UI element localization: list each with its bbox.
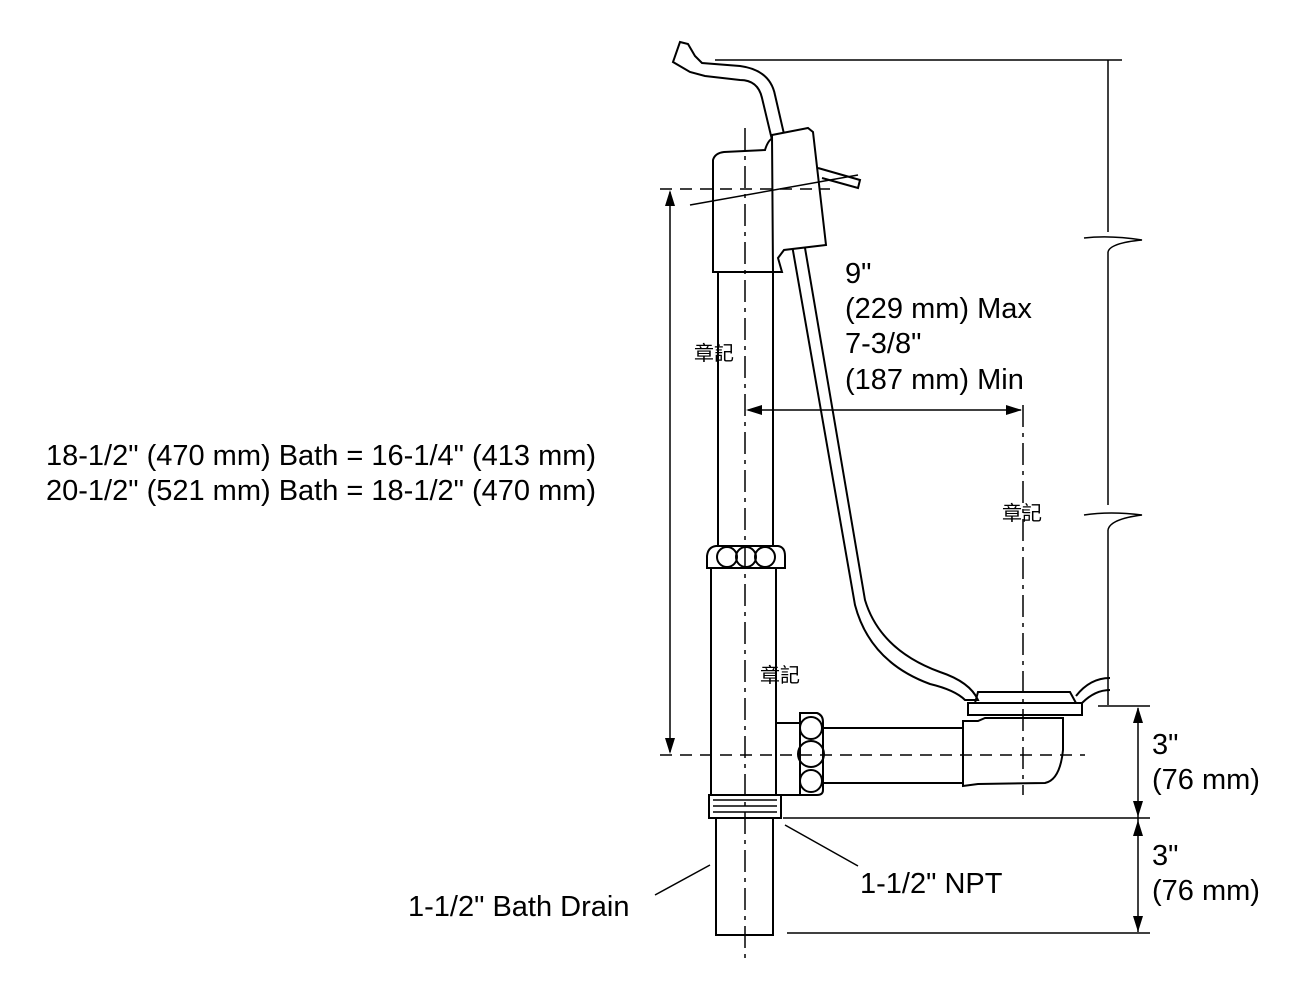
height-dim-line1: 18-1/2" (470 mm) Bath = 16-1/4" (413 mm) — [46, 440, 596, 472]
npt-label: 1-1/2" NPT — [860, 868, 1003, 900]
centerlines — [660, 128, 1085, 962]
dimension-lines — [654, 190, 1150, 934]
overflow-dim-line1: 9" — [845, 258, 871, 290]
upper-dim-line1: 3" — [1152, 729, 1178, 761]
overflow-elbow — [689, 126, 862, 273]
centerline-symbol: 章記 — [760, 663, 800, 687]
upper-dim-line2: (76 mm) — [1152, 764, 1260, 796]
lower-dim-line2: (76 mm) — [1152, 875, 1260, 907]
drain-shoe — [775, 677, 1111, 796]
overflow-dim-line3: 7-3/8" — [845, 328, 921, 360]
centerline-symbol: 章記 — [1002, 501, 1042, 525]
tub-outline — [715, 59, 1143, 705]
height-dim-line2: 20-1/2" (521 mm) Bath = 18-1/2" (470 mm) — [46, 475, 596, 507]
overflow-cable — [671, 40, 980, 701]
centerline-symbol: 章記 — [694, 341, 734, 365]
overflow-dim-line4: (187 mm) Min — [845, 364, 1024, 396]
lower-dim-line1: 3" — [1152, 840, 1178, 872]
overflow-dim-line2: (229 mm) Max — [845, 293, 1032, 325]
drain-pipe — [706, 271, 786, 936]
bath-drain-label: 1-1/2" Bath Drain — [408, 891, 629, 923]
